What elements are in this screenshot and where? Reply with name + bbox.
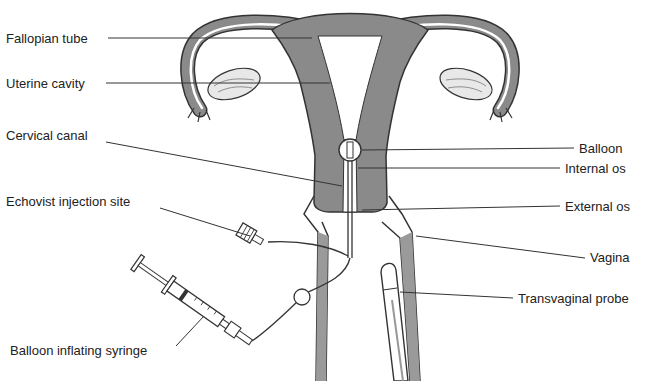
leader-line — [160, 208, 250, 236]
ovary-right — [436, 62, 496, 105]
leader-line — [362, 206, 560, 210]
part-label: External os — [565, 199, 630, 214]
ovary-detail — [446, 79, 486, 92]
ovary-left — [204, 62, 264, 105]
uterine-cavity — [318, 36, 382, 140]
catheter-tube — [351, 158, 352, 258]
probe-shading — [392, 300, 403, 381]
inflation-line — [308, 258, 350, 292]
inflation-line — [252, 302, 297, 341]
leader-line — [106, 142, 342, 186]
injection-line — [268, 242, 348, 256]
catheter-tube — [347, 158, 348, 258]
plunger-seal — [178, 289, 188, 301]
part-label: Balloon inflating syringe — [10, 343, 147, 358]
leader-line — [400, 292, 513, 298]
syringe-barrel — [167, 281, 225, 326]
vagina-wall-fill — [316, 232, 328, 381]
vagina-wall — [304, 196, 420, 381]
injection-hub — [236, 223, 266, 248]
barrel-marks — [194, 297, 216, 314]
probe-band — [383, 288, 397, 290]
balloon — [339, 139, 361, 161]
part-label: Internal os — [565, 161, 626, 176]
part-label: Echovist injection site — [6, 194, 130, 209]
part-label: Balloon — [579, 141, 622, 156]
leader-line — [106, 83, 330, 84]
leader-line — [362, 148, 574, 150]
leader-line — [358, 168, 560, 169]
part-label: Fallopian tube — [6, 31, 88, 46]
pilot-balloon — [294, 289, 310, 305]
fimbriae-left — [188, 108, 210, 122]
uterus-wall — [272, 14, 428, 213]
leader-line — [176, 316, 204, 346]
catheter-tip — [347, 142, 353, 158]
part-label: Transvaginal probe — [518, 291, 629, 306]
leader-lines — [106, 38, 585, 346]
ovary-detail — [214, 79, 254, 92]
syringe — [130, 254, 256, 351]
probe-shaft — [381, 263, 408, 381]
part-label: Uterine cavity — [6, 76, 85, 91]
leader-line — [416, 236, 585, 258]
part-label: Cervical canal — [6, 128, 88, 143]
leader-line — [108, 38, 312, 39]
fimbriae-right — [490, 108, 512, 122]
valve-connector — [236, 331, 253, 345]
transvaginal-probe — [381, 263, 408, 381]
part-label: Vagina — [590, 250, 630, 265]
